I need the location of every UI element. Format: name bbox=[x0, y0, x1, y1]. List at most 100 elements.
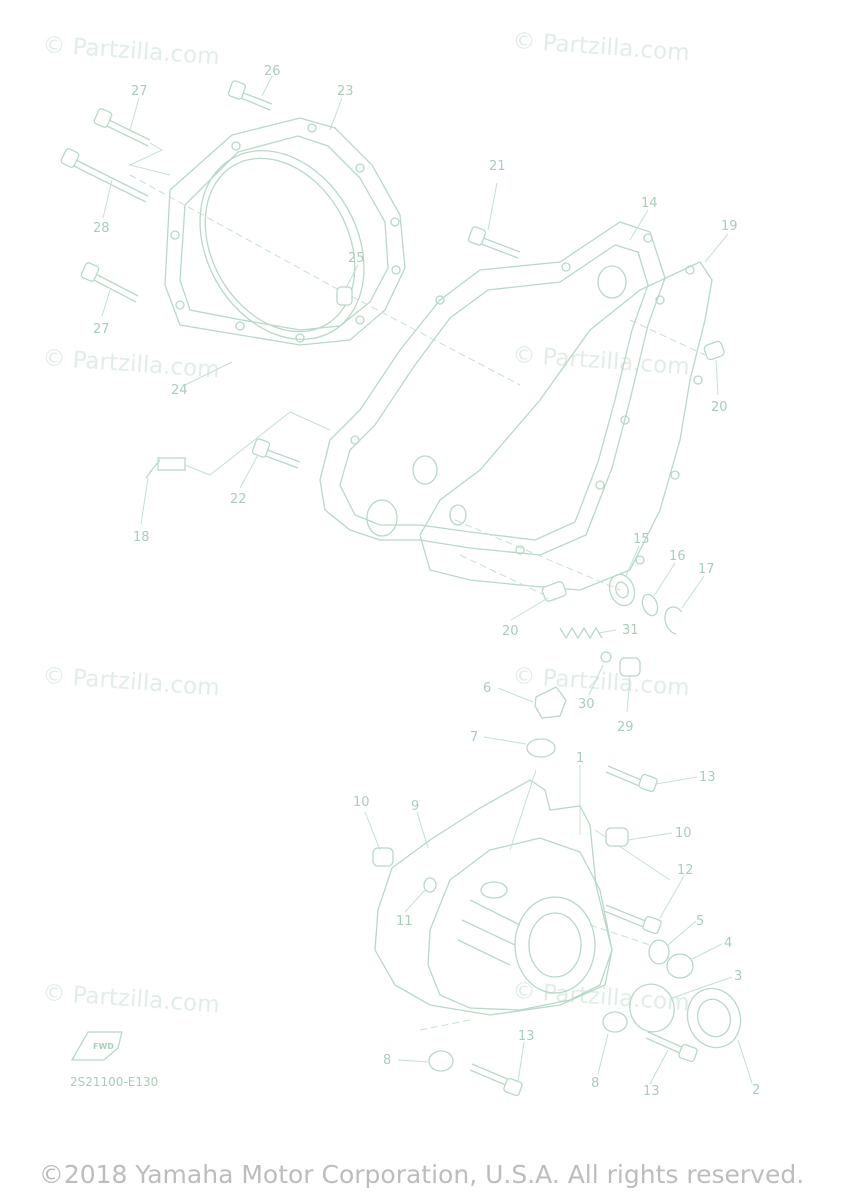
bolt-head bbox=[93, 108, 113, 128]
bolt-22 bbox=[259, 447, 301, 469]
bearing-boss bbox=[597, 265, 627, 299]
leader bbox=[404, 889, 426, 913]
callout-labels: 1 2 3 4 5 6 7 8 8 9 10 10 11 12 13 13 13… bbox=[93, 64, 760, 1099]
leader bbox=[667, 920, 697, 946]
bolt-group-upper bbox=[60, 80, 273, 303]
leader bbox=[416, 811, 429, 849]
plunger-29 bbox=[619, 657, 641, 677]
clutch-cover-assembly bbox=[129, 117, 521, 386]
bolt-hole bbox=[515, 545, 525, 555]
callout-number: 12 bbox=[677, 863, 694, 878]
callout-number: 30 bbox=[578, 697, 595, 712]
cover-boss bbox=[514, 896, 596, 994]
dowel-pin-20-upper bbox=[703, 340, 725, 361]
bolt-13-right bbox=[645, 1031, 685, 1055]
cap-2 bbox=[686, 987, 742, 1049]
filler-cap-6 bbox=[534, 686, 567, 719]
bolt-hole bbox=[635, 555, 645, 565]
fwd-arrow-icon bbox=[70, 1031, 123, 1061]
leader bbox=[653, 562, 676, 597]
leader bbox=[517, 1041, 525, 1083]
fitting-lead bbox=[184, 411, 331, 476]
leader bbox=[597, 1033, 609, 1075]
fwd-label: FWD bbox=[93, 1042, 114, 1051]
bolt-hole bbox=[435, 295, 445, 305]
small-parts-middle bbox=[541, 340, 725, 677]
watermark-group: © Partzilla.com © Partzilla.com © Partzi… bbox=[42, 28, 691, 1018]
bolt-13-top bbox=[605, 765, 647, 789]
bolt-hole bbox=[235, 321, 245, 331]
bolt-head bbox=[80, 262, 100, 282]
bolt-28 bbox=[69, 157, 149, 203]
callout-number: 13 bbox=[518, 1029, 535, 1044]
callout-number: 16 bbox=[669, 549, 686, 564]
callout-number: 10 bbox=[675, 826, 692, 841]
leader bbox=[588, 664, 604, 696]
callout-number: 24 bbox=[171, 383, 188, 398]
shaft-boss bbox=[412, 455, 438, 485]
bolt-hole bbox=[390, 217, 400, 227]
bolt-27-bottom bbox=[89, 271, 139, 303]
callout-number: 15 bbox=[633, 532, 650, 547]
callout-number: 13 bbox=[643, 1084, 660, 1099]
bolt-hole bbox=[643, 233, 653, 243]
bolt-head bbox=[642, 915, 662, 935]
callout-number: 23 bbox=[337, 84, 354, 99]
bolt-hole bbox=[561, 262, 571, 272]
leader bbox=[345, 264, 359, 289]
leader bbox=[101, 289, 111, 317]
leader bbox=[364, 811, 381, 851]
bolt-head bbox=[638, 773, 658, 793]
callout-number: 3 bbox=[734, 969, 742, 984]
callout-number: 8 bbox=[591, 1076, 599, 1091]
bolt-hole bbox=[449, 504, 467, 526]
gasket-9 bbox=[374, 779, 613, 1016]
callout-number: 28 bbox=[93, 221, 110, 236]
leader bbox=[715, 359, 719, 396]
filler-neck bbox=[480, 881, 508, 899]
leader bbox=[627, 832, 673, 841]
leader bbox=[597, 629, 617, 634]
bolt-hole bbox=[391, 265, 401, 275]
bolt-hole bbox=[175, 300, 185, 310]
oil-seal-15 bbox=[608, 573, 636, 607]
callout-number: 25 bbox=[348, 251, 365, 266]
dowel-10-right bbox=[605, 827, 629, 847]
leader bbox=[649, 1049, 669, 1085]
leader bbox=[239, 454, 259, 489]
callout-number: 8 bbox=[383, 1053, 391, 1068]
callout-number: 29 bbox=[617, 720, 634, 735]
leader bbox=[261, 75, 273, 97]
watermark-text: © Partzilla.com bbox=[512, 28, 691, 66]
callout-number: 9 bbox=[411, 799, 419, 814]
leader bbox=[704, 233, 729, 263]
clutch-cover-outline bbox=[164, 117, 406, 346]
bolt-13-bottom bbox=[469, 1063, 511, 1087]
lower-cover-assembly bbox=[372, 686, 671, 1031]
dowel-10-left bbox=[372, 847, 394, 867]
watermark-text: © Partzilla.com bbox=[42, 663, 221, 701]
leader bbox=[510, 597, 549, 621]
leader bbox=[626, 675, 631, 713]
callout-number: 20 bbox=[502, 624, 519, 639]
callout-number: 14 bbox=[641, 196, 658, 211]
o-ring-11 bbox=[423, 877, 437, 893]
leader bbox=[184, 361, 233, 386]
callout-number: 18 bbox=[133, 530, 150, 545]
cover-boss-inner bbox=[528, 912, 582, 978]
leader bbox=[681, 575, 705, 609]
callout-number: 2 bbox=[752, 1083, 760, 1098]
bolt-hole bbox=[355, 315, 365, 325]
bolt-head bbox=[678, 1043, 698, 1063]
leader bbox=[737, 1039, 753, 1084]
bolt-hole bbox=[655, 295, 665, 305]
crankcase-cover-14 bbox=[319, 221, 666, 556]
o-ring-3 bbox=[629, 983, 675, 1033]
clutch-cover-rim bbox=[179, 135, 389, 331]
fwd-arrow: FWD bbox=[70, 1031, 123, 1061]
leader bbox=[671, 976, 733, 999]
bolt-hole bbox=[350, 435, 360, 445]
callout-number: 20 bbox=[711, 400, 728, 415]
